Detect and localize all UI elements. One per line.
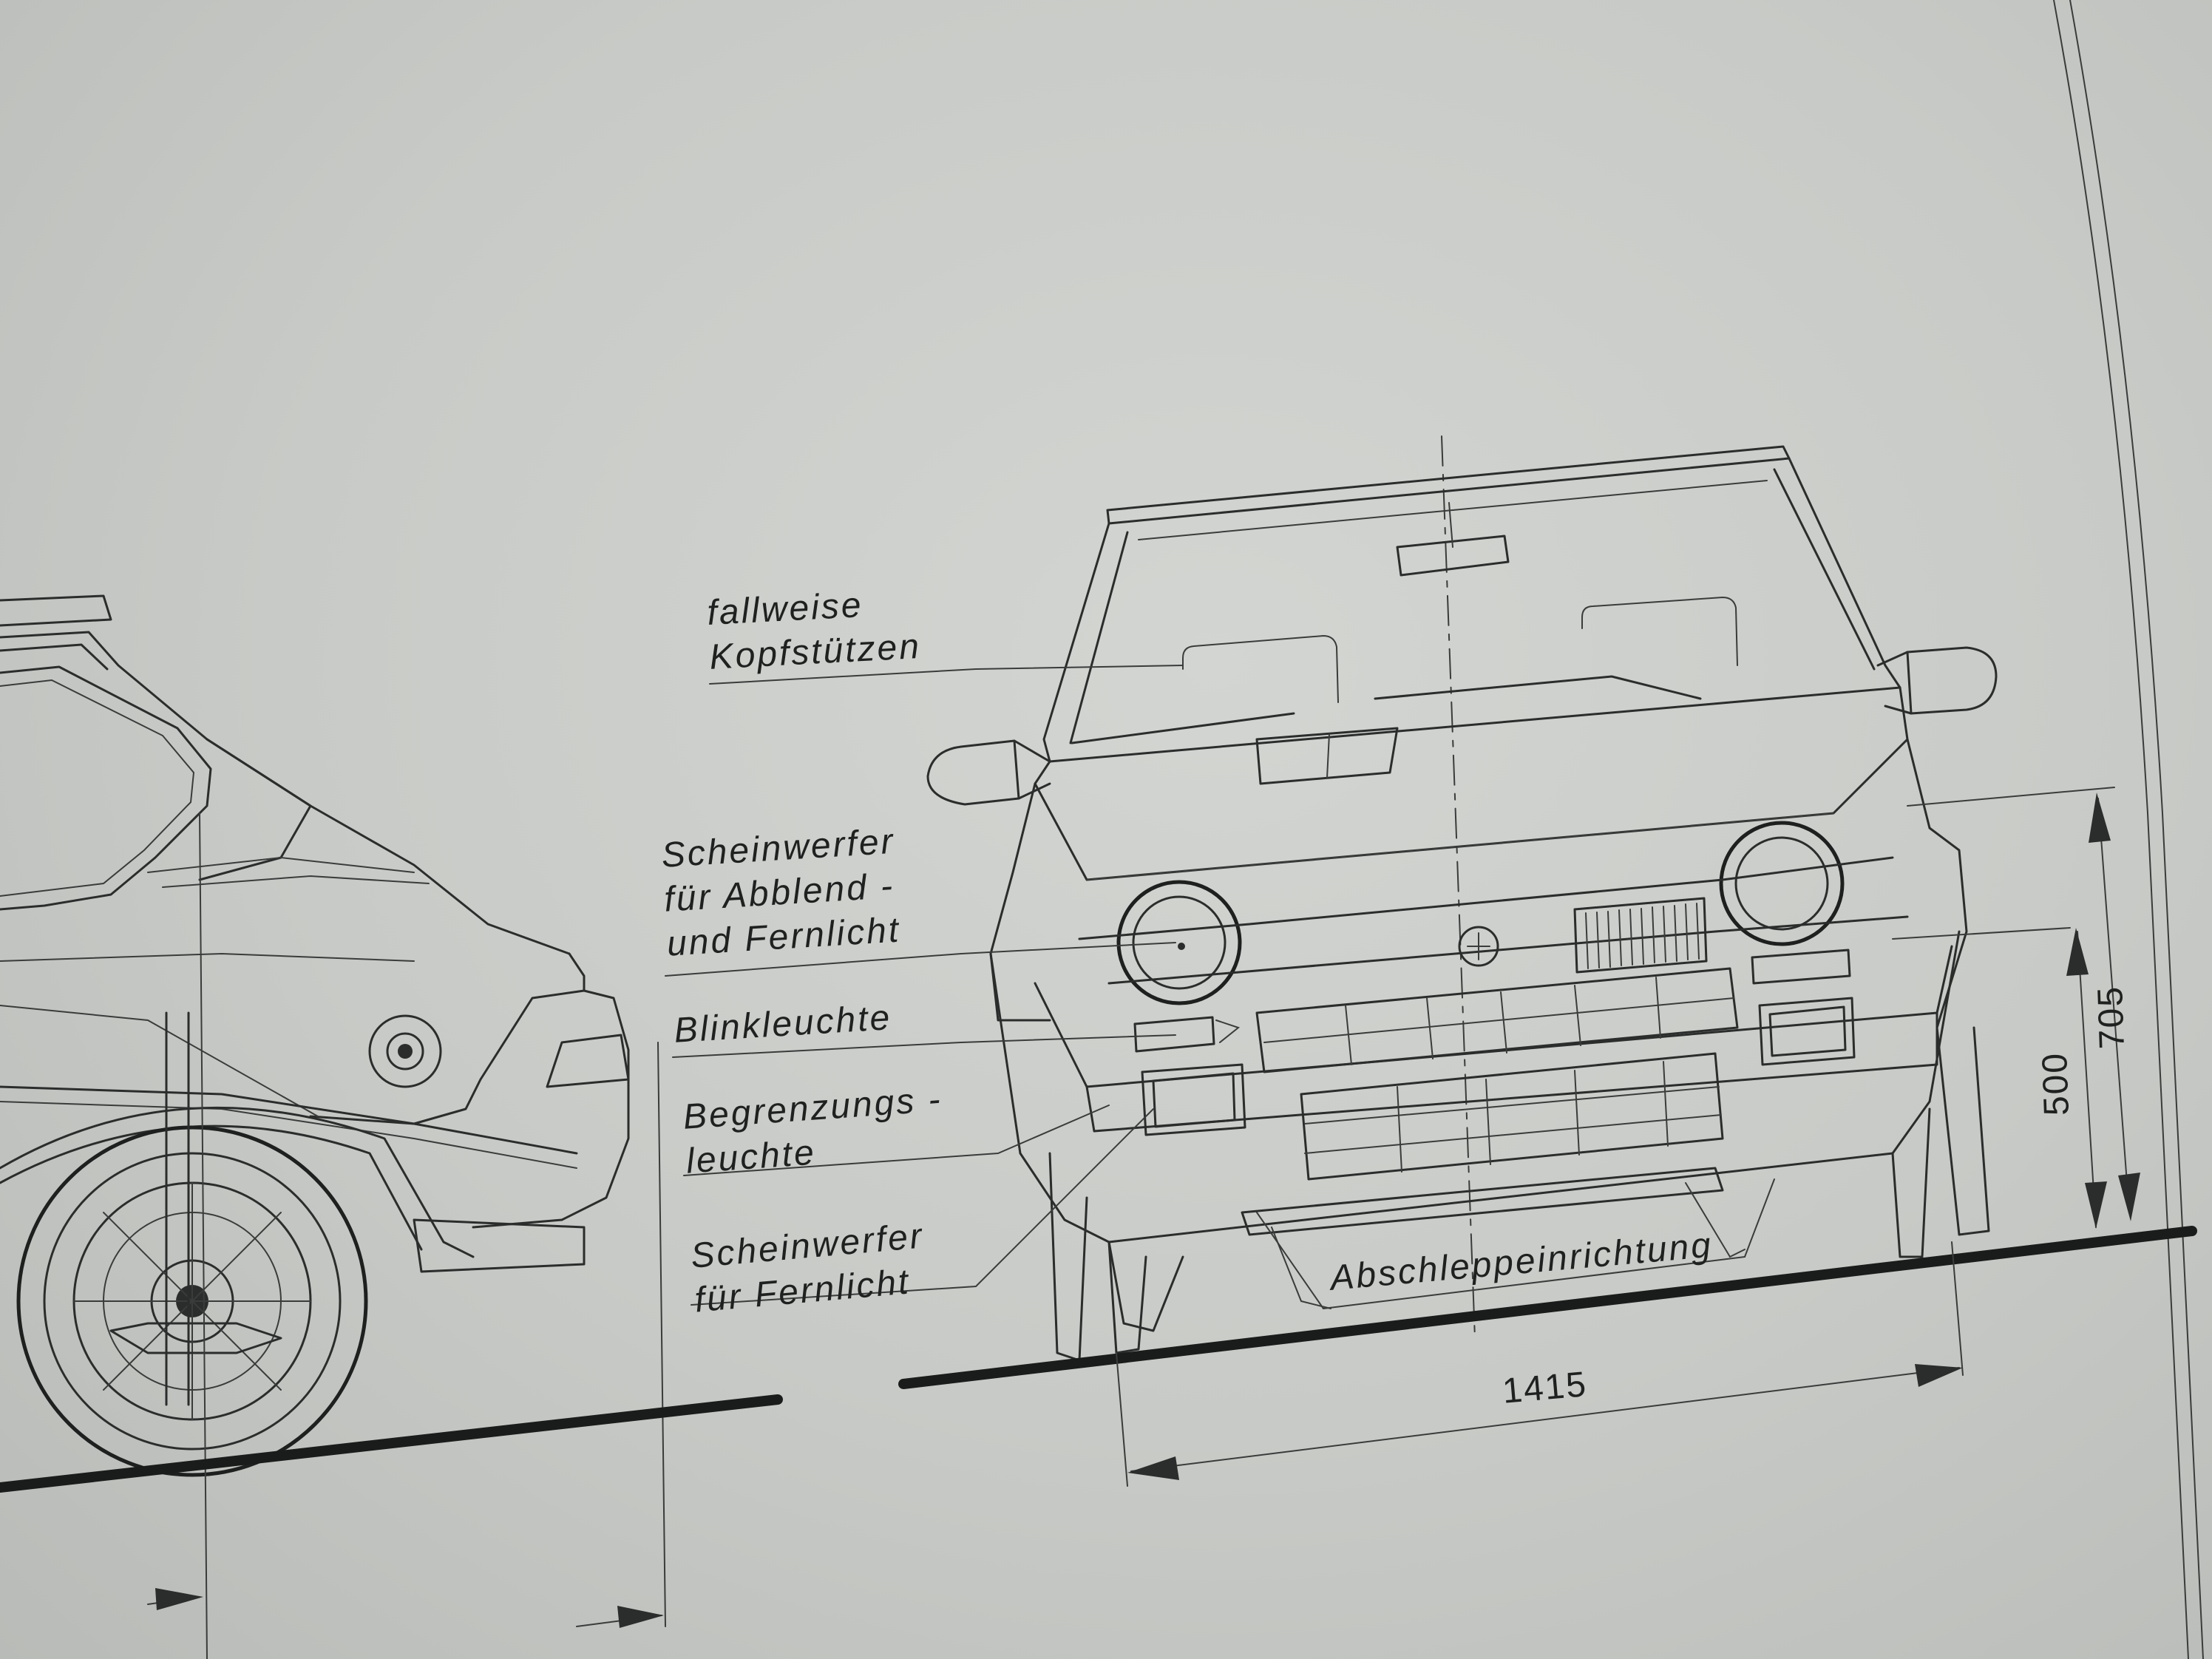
dimension-lower-height: 500 [2035,1051,2077,1116]
dimension-upper-height: 705 [2090,985,2132,1050]
label-headlamp-low-high-beam: Scheinwerfer für Abblend - und Fernlicht [660,821,902,964]
side-view-car [0,594,783,1659]
grille-slots [1573,897,1708,974]
dimension-track-width: 1415 [1501,1364,1590,1411]
label-headrests: fallweise Kopfstützen [706,585,923,677]
leader-lines [665,665,1775,1309]
label-position-lamp: Begrenzungs - leuchte [682,1079,944,1181]
page-border-inner [2069,0,2204,1659]
page-border-outer [2053,0,2189,1659]
front-view-car [898,435,2197,1487]
